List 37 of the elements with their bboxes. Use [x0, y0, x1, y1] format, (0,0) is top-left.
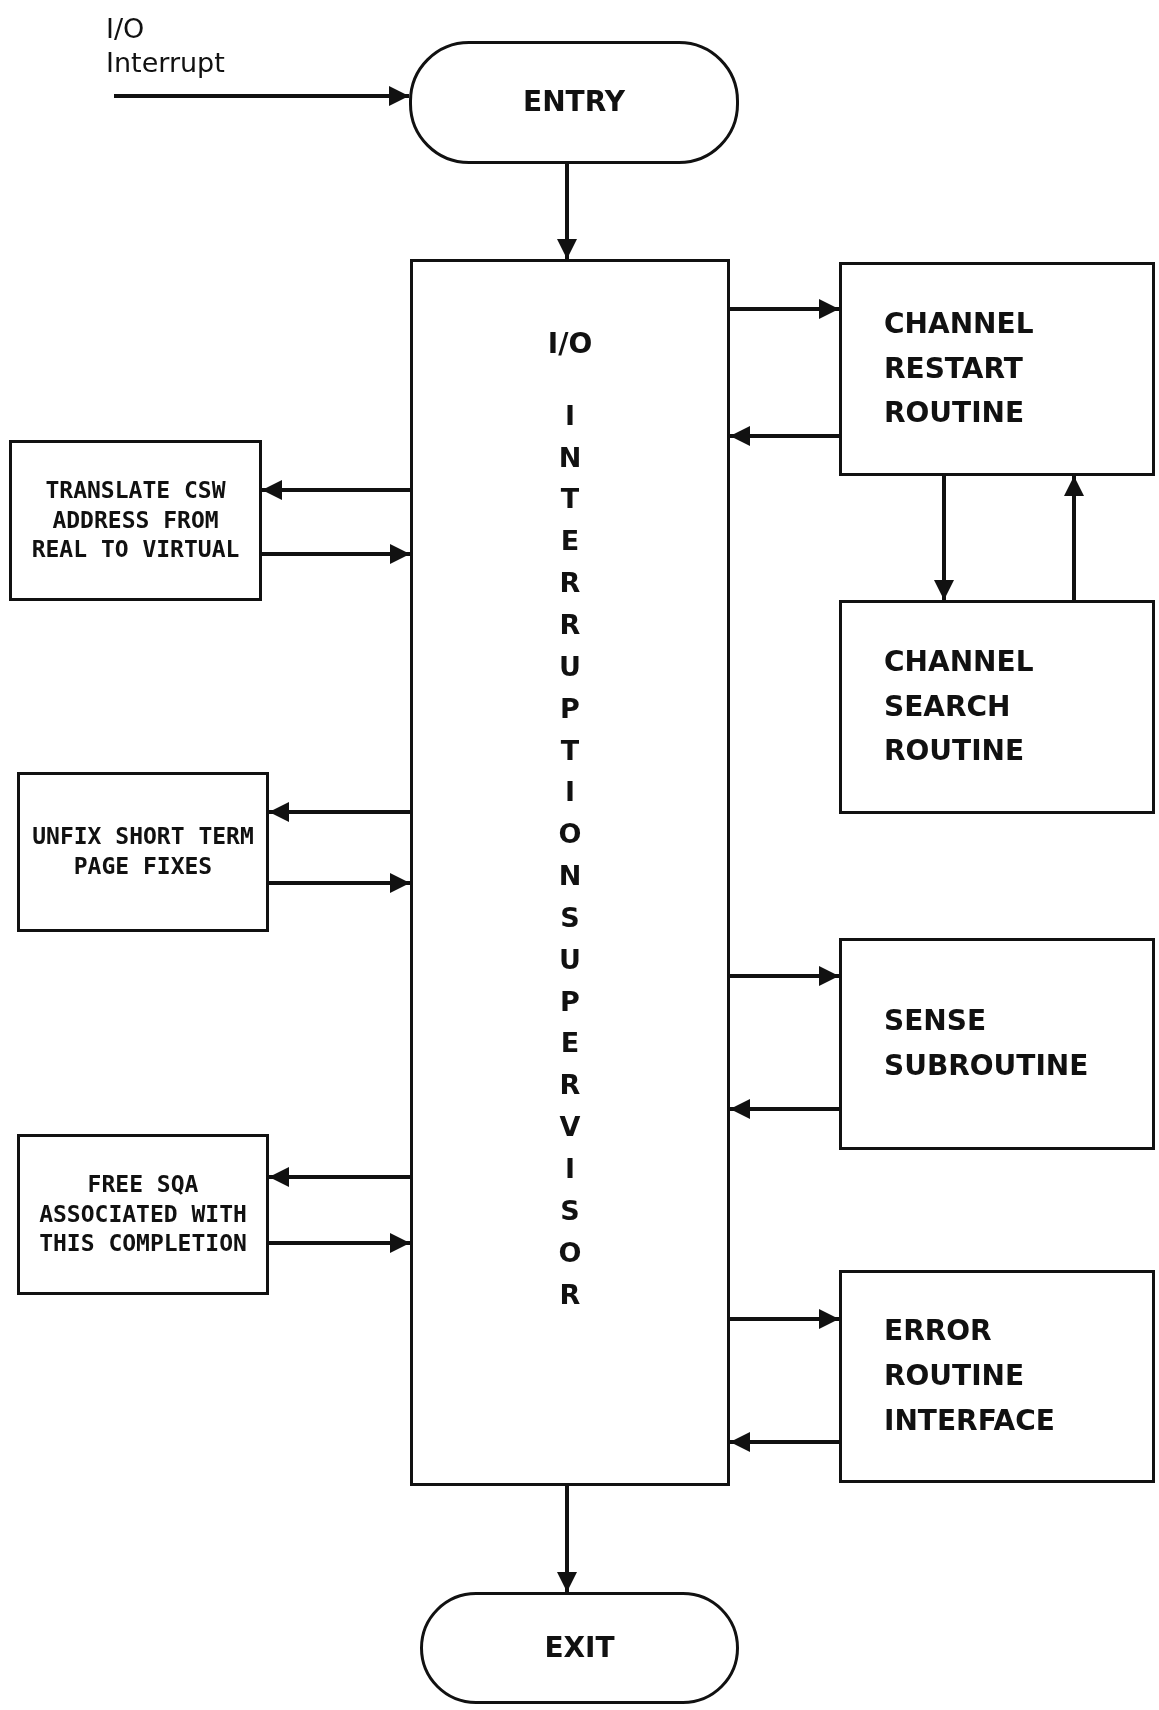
box-label: UNFIX SHORT TERM PAGE FIXES [31, 822, 255, 881]
box-label: ERROR ROUTINE INTERFACE [884, 1313, 1056, 1439]
box-label: CHANNEL RESTART ROUTINE [884, 305, 1035, 432]
process-box [839, 600, 1155, 814]
supervisor-box [410, 259, 730, 1486]
arrow [269, 802, 410, 822]
arrow [730, 1309, 839, 1329]
arrow [557, 164, 577, 259]
arrow [262, 544, 410, 564]
arrow [557, 1486, 577, 1592]
arrow [730, 299, 839, 319]
arrow [730, 426, 839, 446]
arrow [269, 1233, 410, 1253]
arrow [114, 86, 409, 106]
arrow [730, 1432, 839, 1452]
process-box [839, 938, 1155, 1150]
vertical-title: INTERRUPTION SUPERVISOR [557, 398, 583, 1312]
process-box [17, 772, 269, 932]
arrow [730, 966, 839, 986]
process-box [9, 440, 262, 601]
arrow [730, 1099, 839, 1119]
box-label: ENTRY [523, 84, 625, 121]
arrow [262, 480, 410, 500]
box-label: CHANNEL SEARCH ROUTINE [884, 643, 1035, 770]
box-label: TRANSLATE CSW ADDRESS FROM REAL TO VIRTUAL [30, 475, 241, 565]
arrow [269, 873, 410, 893]
arrow [269, 1167, 410, 1187]
arrow [934, 476, 954, 600]
process-box [839, 1270, 1155, 1483]
box-label: FREE SQA ASSOCIATED WITH THIS COMPLETION [38, 1169, 248, 1259]
box-label: SENSE SUBROUTINE [884, 1003, 1090, 1084]
process-box [839, 262, 1155, 476]
box-label: I/O [547, 326, 593, 362]
box-label: EXIT [544, 1629, 615, 1666]
process-box [17, 1134, 269, 1295]
arrow [1064, 476, 1084, 600]
input-label: I/O Interrupt [106, 12, 226, 80]
